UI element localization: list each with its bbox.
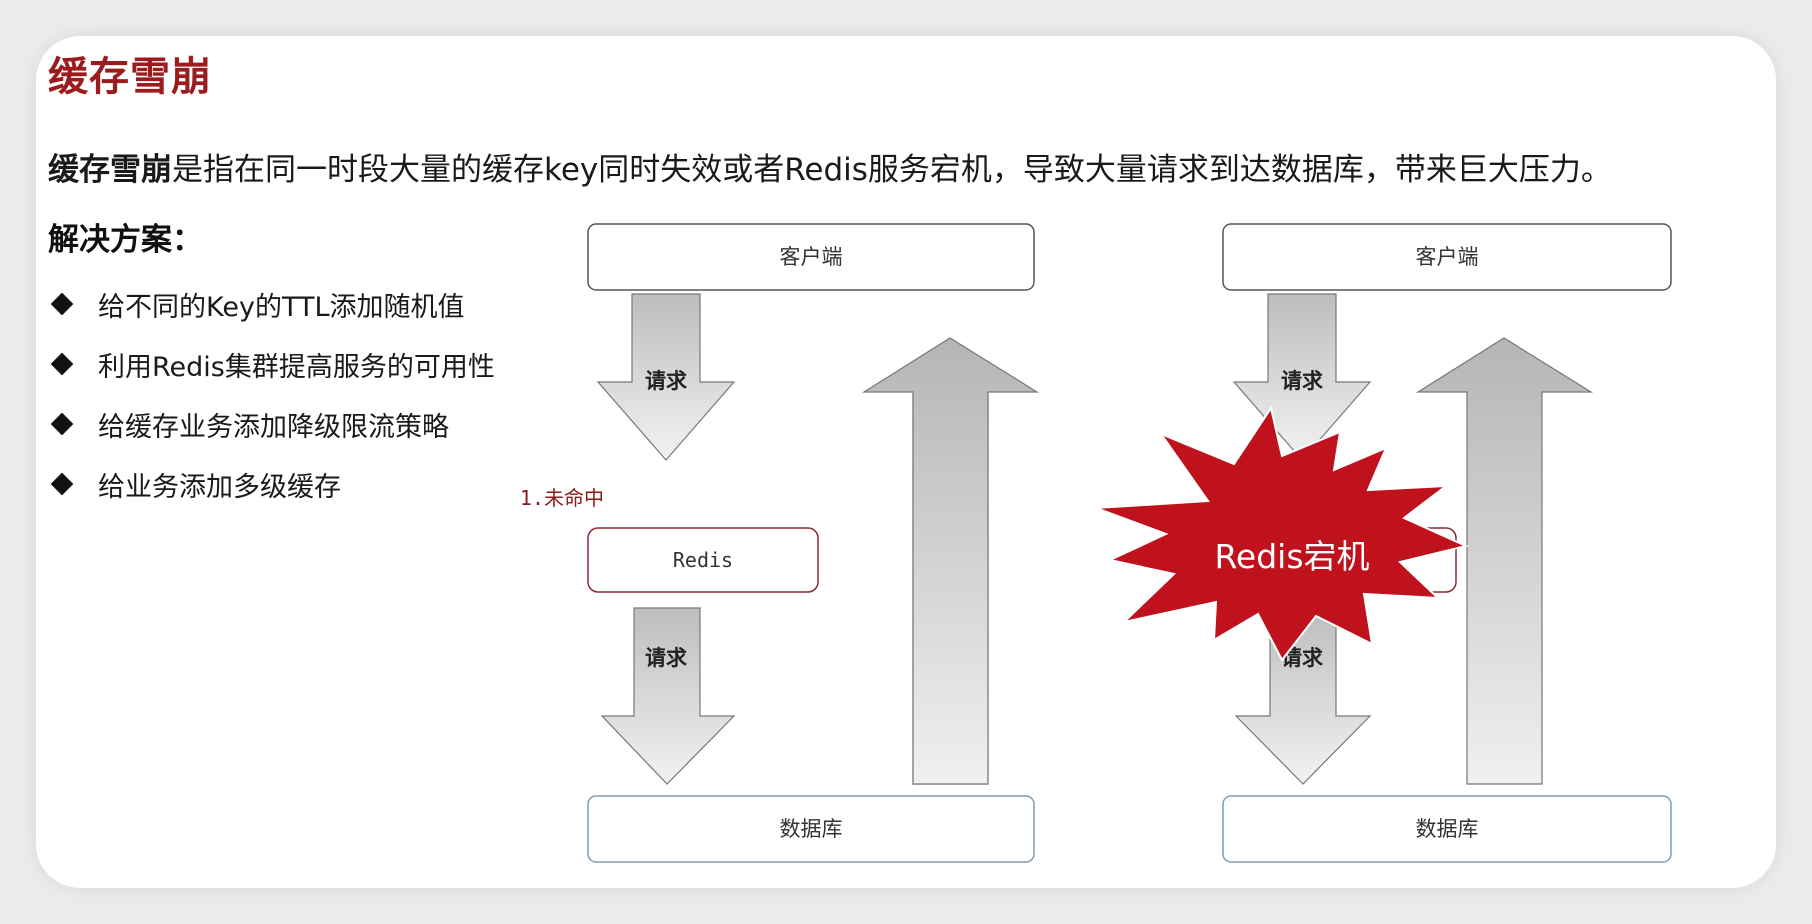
client-box [1222, 223, 1672, 291]
request-down-arrow-1 [596, 293, 736, 461]
slide: 缓存雪崩 缓存雪崩是指在同一时段大量的缓存key同时失效或者Redis服务宕机，… [36, 36, 1776, 888]
request-label: 请求 [645, 369, 687, 393]
client-box [587, 223, 1035, 291]
client-label: 客户端 [780, 245, 843, 269]
database-box [587, 795, 1035, 863]
request-down-arrow-2 [600, 607, 736, 785]
right-diagram: 客户端 请求 请求 Redis宕机 数据库 [1095, 223, 1672, 863]
definition-body: 是指在同一时段大量的缓存key同时失效或者Redis服务宕机，导致大量请求到达数… [172, 152, 1612, 188]
response-up-arrow [861, 337, 1040, 785]
request-label: 请求 [1281, 369, 1323, 393]
solution-text: 给业务添加多级缓存 [98, 471, 341, 503]
redis-box [587, 527, 819, 593]
request-label: 请求 [645, 646, 687, 670]
definition-text: 缓存雪崩是指在同一时段大量的缓存key同时失效或者Redis服务宕机，导致大量请… [48, 144, 1612, 189]
miss-label: 1.未命中 [520, 486, 604, 510]
solution-text: 给缓存业务添加降级限流策略 [98, 411, 449, 443]
left-diagram: 客户端 请求 1.未命中 Redis 请求 数据库 [520, 223, 1040, 863]
database-label: 数据库 [1416, 817, 1479, 841]
solution-item: 给业务添加多级缓存 [48, 454, 495, 514]
redis-label: Redis [673, 548, 733, 572]
response-up-arrow [1415, 337, 1594, 785]
solution-text: 给不同的Key的TTL添加随机值 [98, 291, 465, 323]
database-label: 数据库 [780, 817, 843, 841]
client-label: 客户端 [1416, 245, 1479, 269]
solution-item: 给不同的Key的TTL添加随机值 [48, 274, 495, 334]
database-box [1222, 795, 1672, 863]
definition-term: 缓存雪崩 [48, 152, 172, 188]
diagram-canvas: 客户端 请求 1.未命中 Redis 请求 数据库 客户端 请求 请求 [520, 223, 1672, 863]
solution-item: 给缓存业务添加降级限流策略 [48, 394, 495, 454]
explosion-burst-icon [1095, 405, 1470, 662]
page-title: 缓存雪崩 [48, 54, 212, 100]
solution-heading: 解决方案： [48, 222, 203, 258]
solution-text: 利用Redis集群提高服务的可用性 [98, 351, 495, 383]
solution-list: 给不同的Key的TTL添加随机值 利用Redis集群提高服务的可用性 给缓存业务… [48, 274, 495, 514]
solution-item: 利用Redis集群提高服务的可用性 [48, 334, 495, 394]
burst-label: Redis宕机 [1214, 537, 1369, 576]
